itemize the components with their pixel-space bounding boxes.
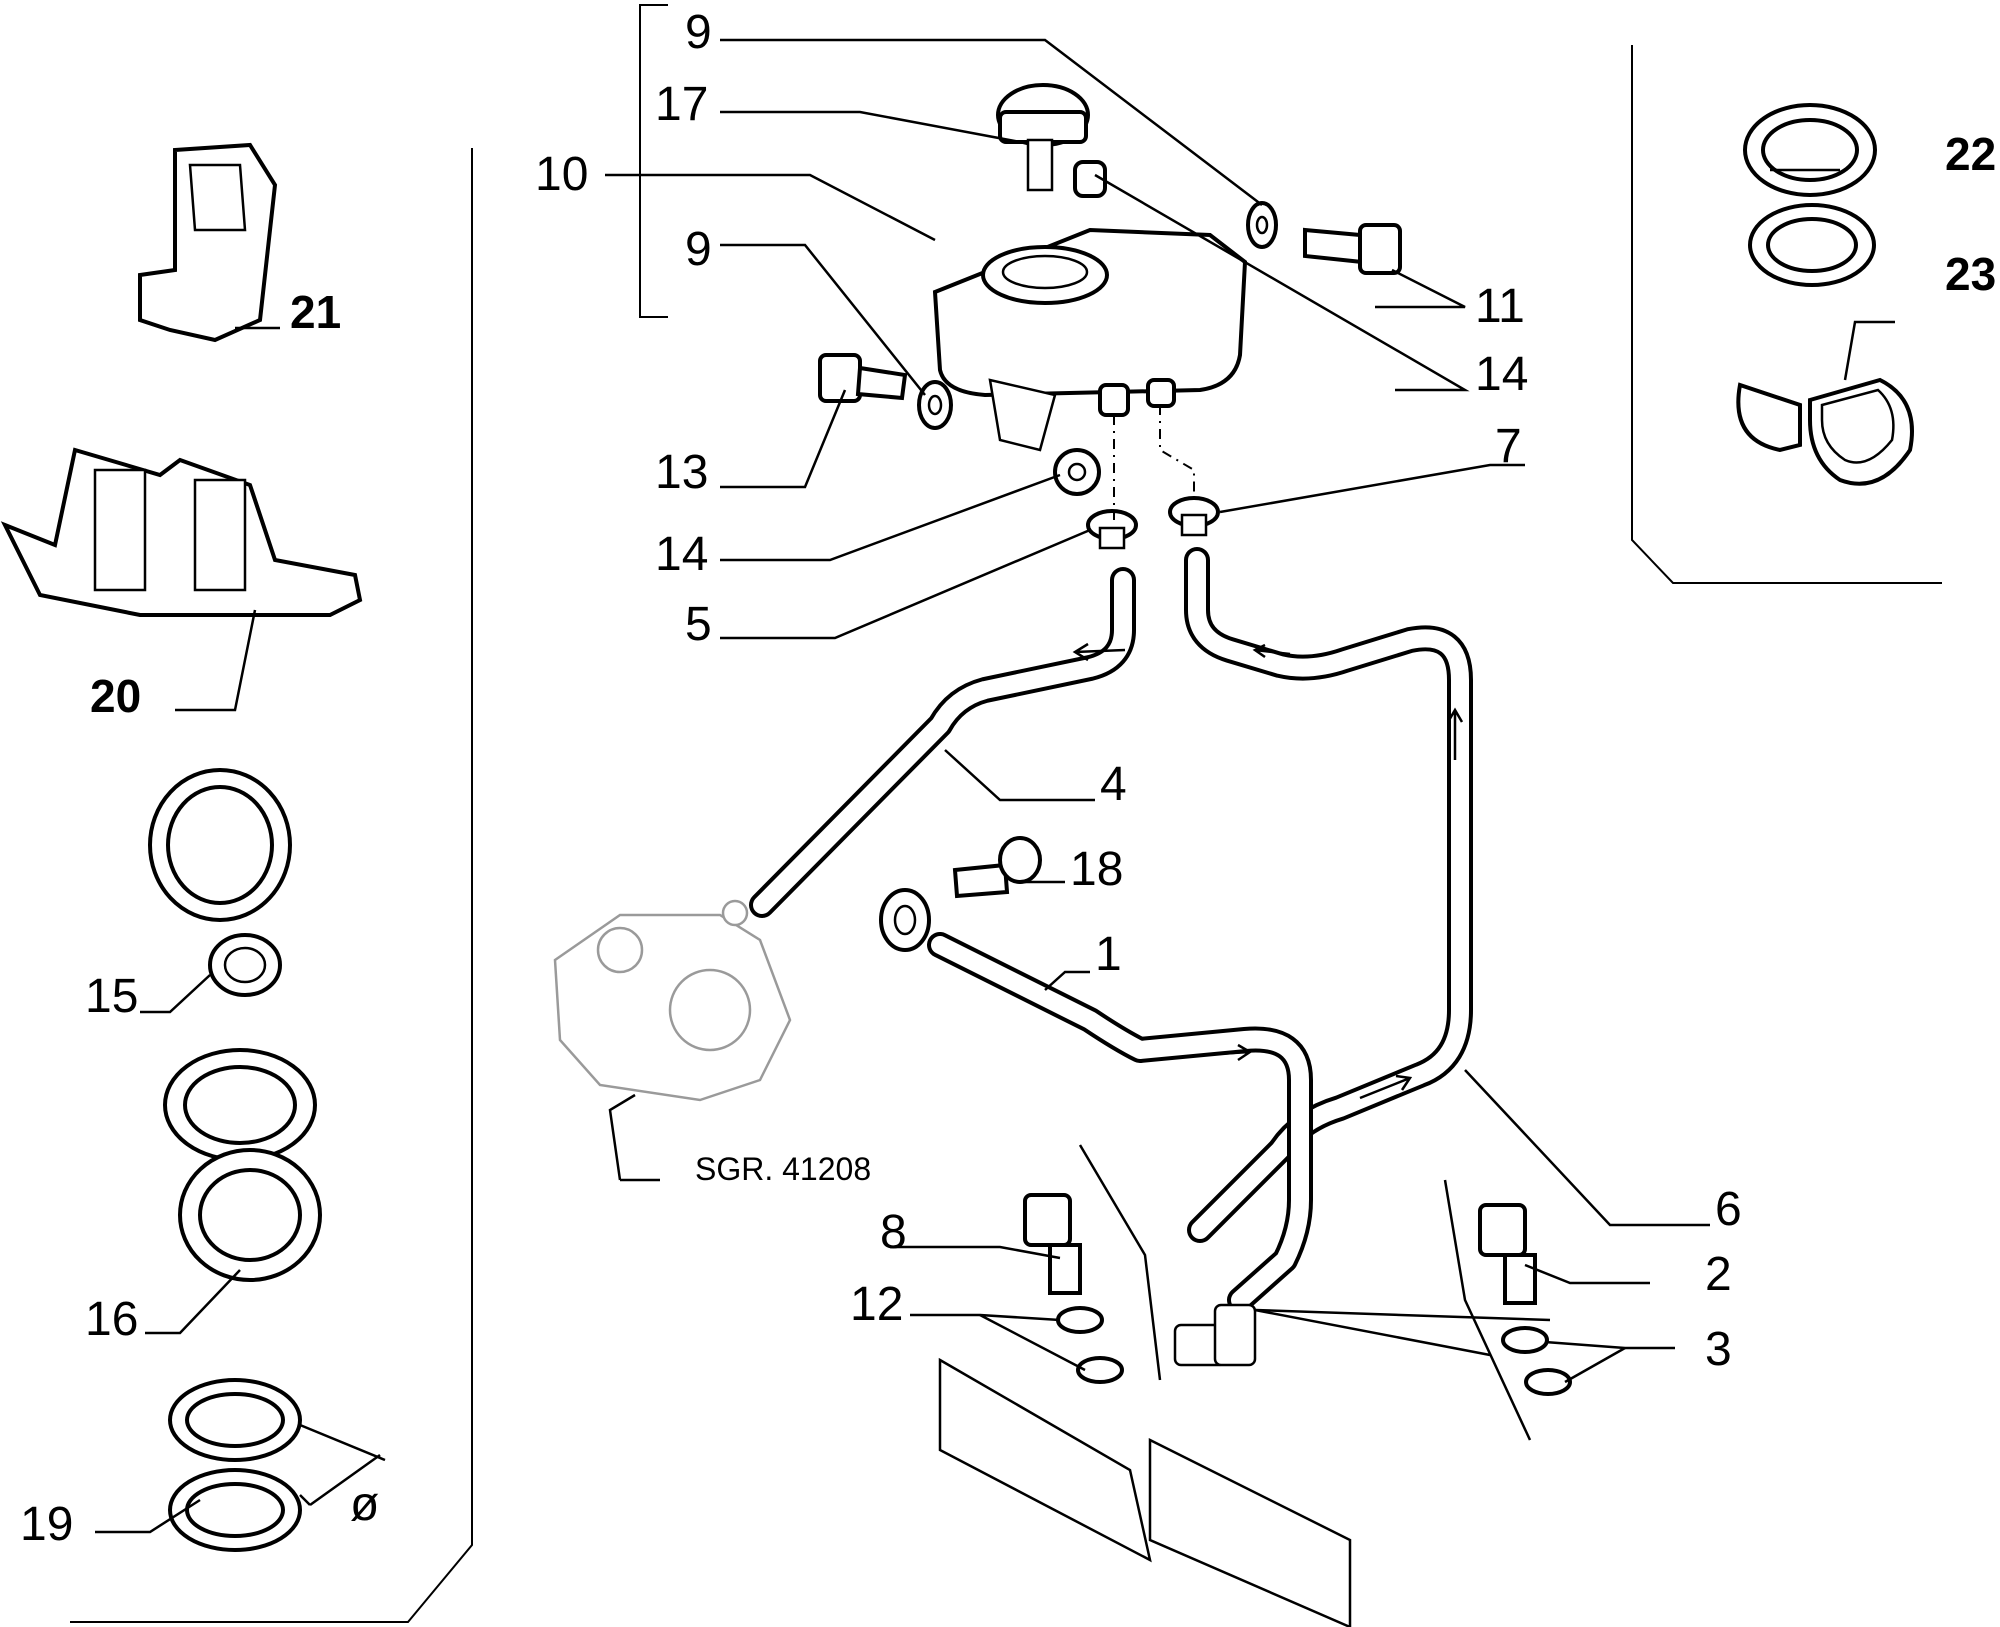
left-panel-frame (70, 148, 473, 1623)
callout-10: 10 (535, 148, 588, 201)
clamp-5 (1086, 509, 1138, 550)
callout-14-upper: 14 (1475, 348, 1528, 401)
bolt-8 (1023, 1193, 1082, 1295)
callout-13: 13 (655, 446, 708, 499)
clamp-23 (1736, 377, 1914, 486)
callout-14-lower: 14 (655, 528, 708, 581)
clamp-22 (1743, 103, 1877, 287)
reservoir-cap-17 (996, 83, 1090, 192)
callout-21: 21 (290, 286, 341, 338)
washers-12 (1056, 1306, 1124, 1384)
right-panel-frame (1631, 45, 1942, 584)
bolt-2 (1478, 1203, 1537, 1305)
grommet-9-lower (917, 380, 953, 430)
nut-14-upper (1073, 160, 1107, 198)
callout-17: 17 (655, 78, 708, 131)
clip-21 (138, 142, 278, 343)
callout-23: 23 (1945, 248, 1996, 300)
banjo-bolt-18 (952, 836, 1042, 899)
callout-3: 3 (1705, 1323, 1732, 1376)
bolt-11 (1303, 223, 1402, 275)
reservoir-group-bracket (639, 4, 668, 318)
callout-11: 11 (1475, 280, 1525, 333)
flow-arrow-icon (1446, 707, 1464, 760)
callout-22: 22 (1945, 128, 1996, 180)
bolt-13 (818, 353, 908, 403)
callout-7: 7 (1495, 420, 1522, 473)
flow-arrow-icon (1252, 643, 1291, 659)
clamp-19 (168, 1378, 386, 1552)
diameter-symbol: ø (350, 1478, 379, 1531)
pressure-pipe-1 (879, 888, 1313, 1313)
callout-20: 20 (90, 670, 141, 722)
callout-9-lower: 9 (685, 223, 712, 276)
reference-label: SGR. 41208 (695, 1151, 871, 1187)
callout-4: 4 (1100, 758, 1127, 811)
pump-reference-ghost (553, 899, 792, 1102)
reservoir-10 (932, 227, 1248, 452)
callout-2: 2 (1705, 1248, 1732, 1301)
washers-3 (1501, 1326, 1572, 1396)
leader-lines (95, 38, 1895, 1534)
callout-9-upper: 9 (685, 6, 712, 59)
nut-14-lower (1053, 448, 1101, 496)
callout-1: 1 (1095, 928, 1122, 981)
callout-19: 19 (20, 1498, 73, 1551)
clamp-15 (148, 768, 292, 997)
clamp-16 (163, 1048, 322, 1282)
callout-12: 12 (850, 1278, 903, 1331)
steering-rack (938, 1303, 1352, 1627)
supply-hose-4 (749, 567, 1136, 918)
flow-arrow-icon (1199, 1043, 1253, 1062)
callout-5: 5 (685, 598, 712, 651)
callout-6: 6 (1715, 1183, 1742, 1236)
flow-arrow-icon (1072, 642, 1126, 662)
clamp-7 (1168, 496, 1220, 537)
bracket-20 (0, 447, 363, 617)
grommet-9-upper (1246, 201, 1278, 249)
callout-15: 15 (85, 970, 138, 1023)
flow-arrow-icon (1359, 1074, 1413, 1100)
callout-18: 18 (1070, 843, 1123, 896)
callout-16: 16 (85, 1293, 138, 1346)
callout-8: 8 (880, 1206, 907, 1259)
return-hose-6 (1184, 547, 1473, 1243)
callout-labels: 9 17 10 9 11 14 13 7 14 5 4 18 1 6 8 2 1… (20, 6, 1996, 1551)
